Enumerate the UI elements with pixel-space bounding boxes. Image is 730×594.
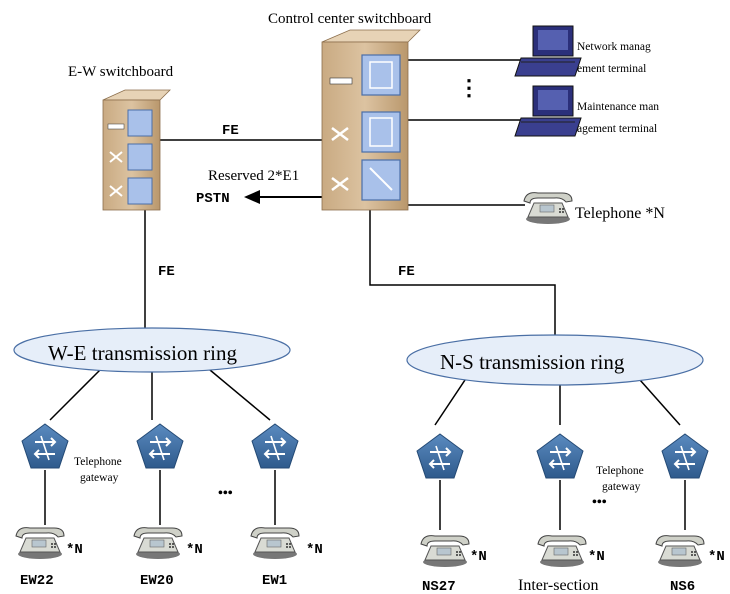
gateway-icon [416, 433, 464, 479]
control-center-label: Control center switchboard [268, 11, 432, 27]
phone-label: NS6 [670, 579, 695, 594]
telephone-icon [133, 527, 183, 560]
telephone-icon [655, 535, 705, 568]
terminal-ellipsis: ⋮ [458, 75, 480, 100]
network-terminal-label-1: Network manag [577, 41, 651, 53]
reserved-e1-label: Reserved 2*E1 [208, 168, 299, 184]
gateway-icon [136, 423, 184, 469]
phone-count: *N [588, 549, 605, 565]
ew-switchboard [102, 89, 171, 211]
we-ring-label: W-E transmission ring [48, 341, 237, 365]
control-center-switchboard [321, 29, 421, 211]
phone-count: *N [186, 542, 203, 558]
phone-label: EW1 [262, 573, 287, 589]
links [44, 59, 686, 530]
we-transmission-ring [13, 327, 291, 373]
pstn-label: PSTN [196, 191, 230, 207]
phone-count: *N [306, 542, 323, 558]
telephone-icon [250, 527, 300, 560]
phone-count: *N [708, 549, 725, 565]
pstn-arrow [244, 190, 335, 204]
telephone-icon [537, 535, 587, 568]
gateway-icon [251, 423, 299, 469]
phone-count: *N [66, 542, 83, 558]
phone-count: *N [470, 549, 487, 565]
ew-switchboard-label: E-W switchboard [68, 64, 174, 80]
gateway-label-left-2: gateway [80, 472, 119, 484]
phone-label: Inter-section [518, 577, 599, 594]
phone-label: EW20 [140, 573, 174, 589]
gateway-dots-left: ••• [218, 486, 233, 501]
ns-ring-label: N-S transmission ring [440, 350, 625, 374]
network-terminal-label-2: ement terminal [577, 63, 646, 75]
phone-label: NS27 [422, 579, 456, 594]
gateway-dots-right: ••• [592, 495, 607, 510]
telephone-n-label: Telephone *N [575, 205, 665, 222]
telephone-icon [523, 192, 573, 225]
fe-cc-down-label: FE [398, 264, 415, 280]
maintenance-terminal-icon [514, 85, 582, 137]
gateway-icon [536, 433, 584, 479]
gateway-label-right-2: gateway [602, 481, 641, 493]
gateway-label-right-1: Telephone [596, 465, 644, 477]
cc-down-link [369, 210, 556, 335]
network-management-terminal-icon [514, 25, 582, 77]
gateway-label-left-1: Telephone [74, 456, 122, 468]
telephone-icon [420, 535, 470, 568]
gateway-icon [661, 433, 709, 479]
phone-label: EW22 [20, 573, 54, 589]
maintenance-terminal-label-2: agement terminal [577, 123, 657, 135]
maintenance-terminal-label-1: Maintenance man [577, 101, 659, 113]
ns-transmission-ring [406, 334, 704, 386]
fe-top-label: FE [222, 123, 239, 139]
telephone-icon [15, 527, 65, 560]
fe-ew-down-label: FE [158, 264, 175, 280]
gateway-icon [21, 423, 69, 469]
